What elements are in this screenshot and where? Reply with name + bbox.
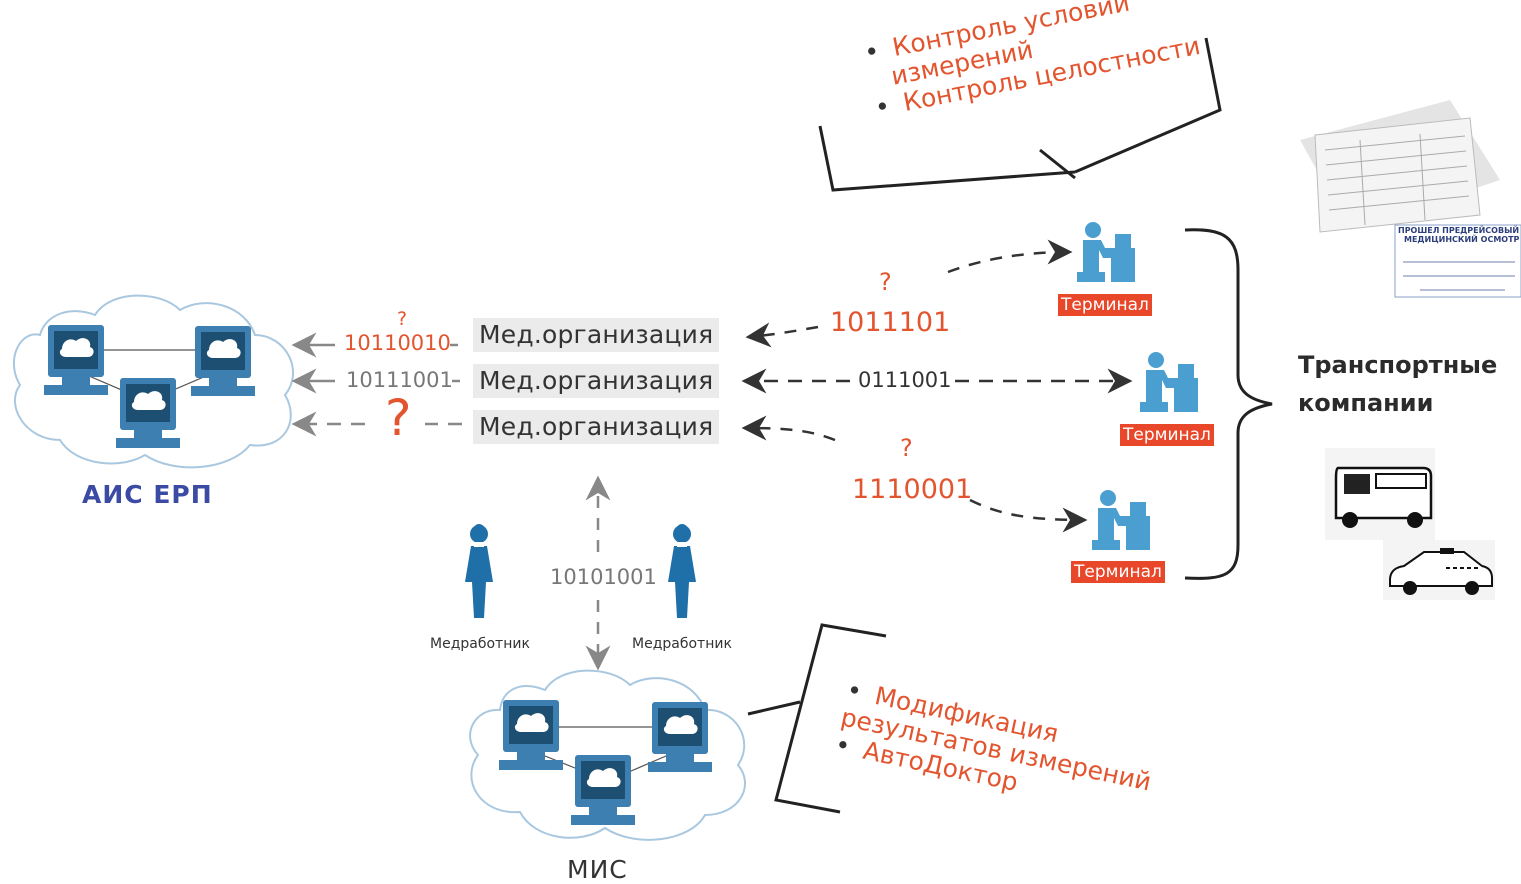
ais-erp-label: АИС ЕРП	[82, 480, 213, 509]
certificate-title: ПРОШЕЛ ПРЕДРЕЙСОВЫЙ МЕДИЦИНСКИЙ ОСМОТР	[1398, 226, 1520, 244]
bus-icon	[1325, 448, 1435, 540]
medworker-icon	[668, 524, 696, 618]
certificate-icon	[1300, 100, 1521, 298]
ais-erp-cloud	[12, 294, 295, 469]
bits-label: 1011101	[830, 307, 951, 338]
terminal-icon	[1077, 222, 1135, 282]
question-mark: ?	[397, 308, 408, 330]
mis-cloud	[469, 669, 746, 841]
transport-line1: Транспортные	[1298, 351, 1498, 379]
transport-title: Транспортные компании	[1298, 346, 1497, 422]
taxi-icon	[1383, 540, 1495, 600]
mis-label: МИС	[567, 855, 628, 884]
arrows-to-ais	[291, 332, 462, 437]
question-mark: ?	[900, 434, 913, 462]
top-callout	[818, 37, 1222, 192]
medworker-label: Медработник	[430, 636, 530, 652]
question-mark: ?	[879, 268, 892, 296]
terminal-label: Терминал	[1120, 424, 1214, 446]
terminal-icon	[1140, 352, 1198, 412]
medworker-label: Медработник	[632, 636, 732, 652]
med-org-label: Мед.организация	[473, 410, 720, 444]
med-org-label: Мед.организация	[473, 318, 720, 352]
transport-brace	[1184, 228, 1273, 580]
bits-label: 10110010	[344, 331, 451, 355]
bottom-callout	[747, 623, 887, 814]
bits-label: 10101001	[548, 565, 659, 589]
transport-line2: компании	[1298, 389, 1434, 417]
med-org-label: Мед.организация	[473, 364, 720, 398]
question-mark: ?	[385, 389, 412, 447]
terminal-label: Терминал	[1071, 561, 1165, 583]
terminal-arrows	[741, 239, 1133, 533]
medworker-icon	[465, 524, 493, 618]
bits-label: 0111001	[858, 368, 952, 392]
terminal-icon	[1092, 490, 1150, 550]
bits-label: 10111001	[346, 368, 453, 392]
bits-label: 1110001	[852, 474, 973, 505]
terminal-label: Терминал	[1058, 294, 1152, 316]
